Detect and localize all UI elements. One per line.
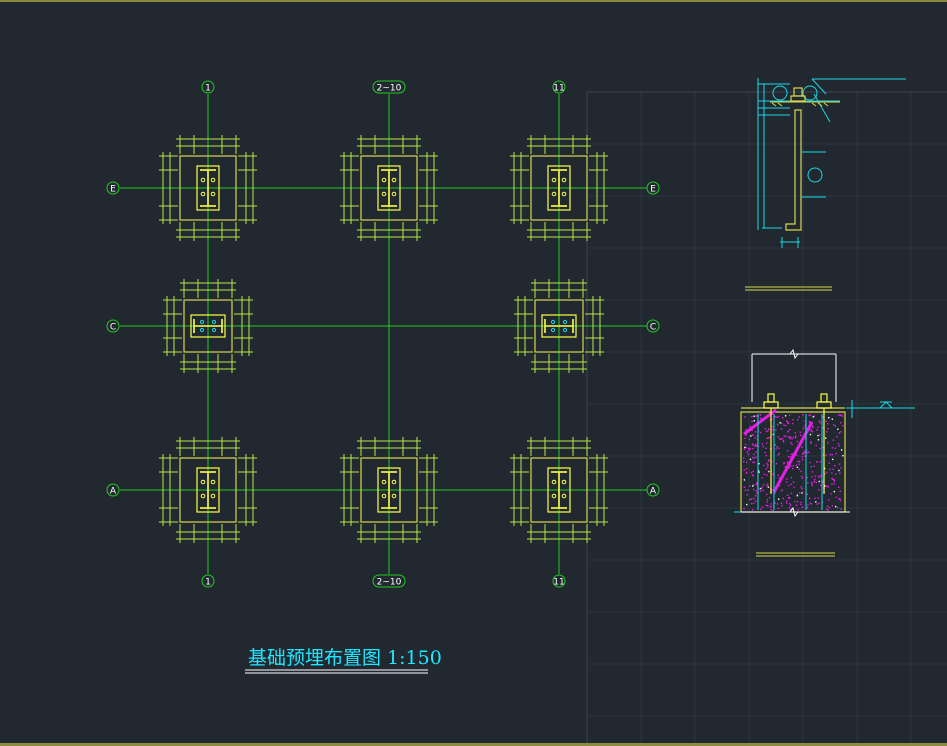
anchor-bolt: [551, 191, 557, 197]
column-axis-bubble-bottom-2-text: 11: [553, 578, 564, 588]
anchor-bolt: [381, 479, 387, 485]
row-axis-bubble-right-2: A: [646, 483, 660, 497]
row-axis-bubble-left-1-text: C: [110, 323, 116, 333]
anchor-bolt: [200, 479, 206, 485]
row-axis-bubble-right-1-text: C: [650, 323, 656, 333]
base-plate: [377, 165, 401, 211]
anchor-bolt: [551, 177, 557, 183]
row-axis-bubble-left-1: C: [106, 319, 120, 333]
anchor-bolt: [391, 177, 397, 183]
footing-1-A: [159, 437, 257, 543]
column-axis-bubble-bottom-1-text: 2~10: [377, 578, 402, 588]
base-plate: [196, 467, 220, 513]
anchor-bolt: [562, 327, 568, 333]
anchor-bolt: [381, 493, 387, 499]
anchor-bolt: [381, 191, 387, 197]
anchor-bolt: [561, 493, 567, 499]
footing-1-C: [163, 279, 253, 373]
column-axis-bubble-bottom-2: 11: [552, 574, 566, 588]
column-axis-bubble-top-0-text: 1: [205, 84, 211, 94]
footing-pad: [534, 299, 584, 353]
drawing-title: 基础预埋布置图 1:150: [248, 647, 442, 669]
row-axis-bubble-right-1: C: [646, 319, 660, 333]
footing-1-E: [159, 135, 257, 241]
footing-2~10-E: [340, 135, 438, 241]
base-plate: [377, 467, 401, 513]
footing-pad: [530, 457, 588, 523]
base-plate: [547, 165, 571, 211]
anchor-bolt: [561, 191, 567, 197]
footing-11-E: [510, 135, 608, 241]
column-axis-bubble-top-1-text: 2~10: [377, 84, 402, 94]
anchor-bolt: [551, 479, 557, 485]
footing-pad: [360, 155, 418, 221]
anchor-bolt: [550, 327, 556, 333]
footing-11-C: [514, 279, 604, 373]
footing-11-A: [510, 437, 608, 543]
anchor-bolt: [211, 319, 217, 325]
row-axis-bubble-left-0: E: [106, 181, 120, 195]
title-block: 基础预埋布置图 1:150: [245, 647, 442, 674]
anchor-bolt: [210, 177, 216, 183]
row-axis-bubble-left-2: A: [106, 483, 120, 497]
anchor-bolt: [200, 191, 206, 197]
anchor-bolt: [210, 479, 216, 485]
footing-pad: [360, 457, 418, 523]
base-plate: [541, 314, 577, 338]
base-plate: [190, 314, 226, 338]
anchor-bolt-elevation-detail: [745, 78, 906, 291]
anchor-bolt: [391, 191, 397, 197]
anchor-bolt: [199, 319, 205, 325]
anchor-bolt: [550, 319, 556, 325]
background-grid: [586, 91, 947, 743]
anchor-bolt: [200, 177, 206, 183]
footings-layer: [159, 135, 608, 543]
row-axis-bubble-right-2-text: A: [650, 487, 657, 497]
anchor-bolt: [391, 493, 397, 499]
anchor-bolt: [561, 479, 567, 485]
row-axis-bubble-right-0-text: E: [650, 185, 656, 195]
footing-section-detail: [734, 348, 915, 557]
row-axis-bubble-right-0: E: [646, 181, 660, 195]
column-axis-bubble-bottom-1: 2~10: [372, 574, 406, 588]
footing-2~10-A: [340, 437, 438, 543]
footing-pad: [179, 155, 237, 221]
row-axis-bubble-left-0-text: E: [110, 185, 116, 195]
anchor-bolt: [210, 493, 216, 499]
row-axis-bubble-left-2-text: A: [110, 487, 117, 497]
base-plate: [196, 165, 220, 211]
anchor-bolt: [210, 191, 216, 197]
footing-pad: [179, 457, 237, 523]
column-axis-bubble-top-2-text: 11: [553, 84, 564, 94]
column-axis-bubble-bottom-0: 1: [201, 574, 215, 588]
column-axis-bubble-bottom-0-text: 1: [205, 578, 211, 588]
anchor-bolt: [551, 493, 557, 499]
column-axis-bubble-top-0: 1: [201, 80, 215, 94]
footing-pad: [530, 155, 588, 221]
anchor-bolt: [562, 319, 568, 325]
column-axis-bubble-top-2: 11: [552, 80, 566, 94]
footing-pad: [183, 299, 233, 353]
anchor-bolt: [391, 479, 397, 485]
anchor-bolt: [200, 493, 206, 499]
base-plate: [547, 467, 571, 513]
anchor-bolt: [199, 327, 205, 333]
anchor-bolt: [381, 177, 387, 183]
anchor-bolt: [561, 177, 567, 183]
column-axis-bubble-top-1: 2~10: [372, 80, 406, 94]
anchor-bolt: [211, 327, 217, 333]
